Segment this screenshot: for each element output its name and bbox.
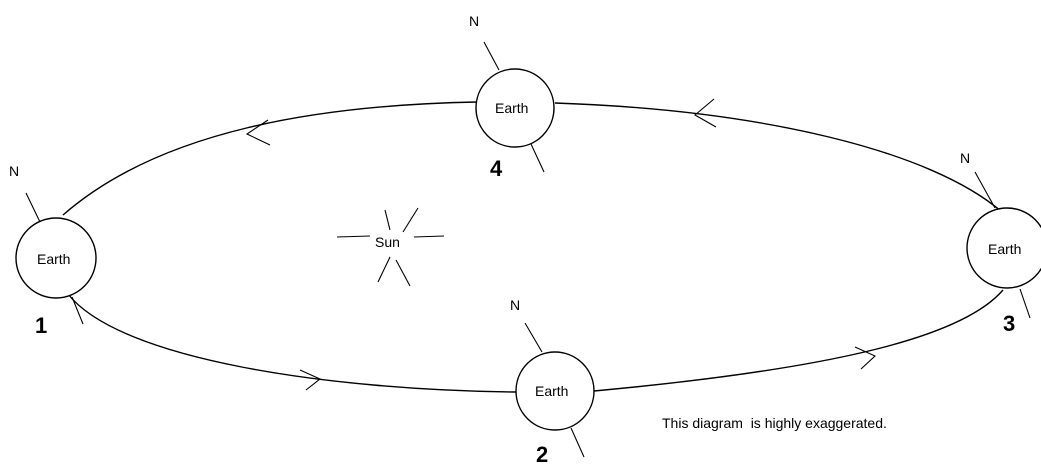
position-number: 1 [35, 313, 47, 338]
orbit-arrow [854, 346, 876, 370]
north-label: N [469, 13, 479, 29]
orbit-arrows [245, 98, 876, 391]
axis-line [974, 171, 996, 209]
position-number: 2 [536, 442, 548, 467]
earth-position-3: Earth N 3 [960, 150, 1041, 336]
earth-label: Earth [535, 383, 568, 399]
earth-circle [515, 351, 595, 431]
orbit-arrow [299, 369, 322, 391]
earth-circle [475, 68, 555, 148]
north-label: N [960, 150, 970, 166]
sun-label: Sun [375, 234, 400, 250]
earth-label: Earth [495, 100, 528, 116]
earth-circle [15, 217, 97, 299]
axis-line [25, 192, 41, 223]
orbit-path [62, 101, 1004, 393]
earth-label: Earth [988, 241, 1021, 257]
exaggeration-note: This diagram is highly exaggerated. [662, 415, 887, 431]
earth-position-2: Earth N 2 [510, 297, 595, 467]
axis-line [524, 322, 543, 353]
north-label: N [9, 163, 19, 179]
earth-position-4: Earth N 4 [469, 13, 555, 181]
sun-rays [336, 207, 445, 287]
position-number: 3 [1003, 311, 1015, 336]
earth-label: Earth [37, 251, 70, 267]
north-label: N [510, 297, 520, 313]
orbit-arrow [245, 119, 271, 146]
axis-line [530, 143, 545, 173]
sun: Sun [336, 207, 445, 287]
earth-position-1: Earth N 1 [9, 163, 97, 338]
axis-line [71, 296, 84, 325]
earth-circle [966, 207, 1041, 289]
axis-line [1019, 288, 1031, 319]
position-number: 4 [490, 156, 503, 181]
axis-line [483, 41, 500, 71]
orbit-arrow [694, 98, 717, 128]
axis-line [570, 427, 585, 458]
